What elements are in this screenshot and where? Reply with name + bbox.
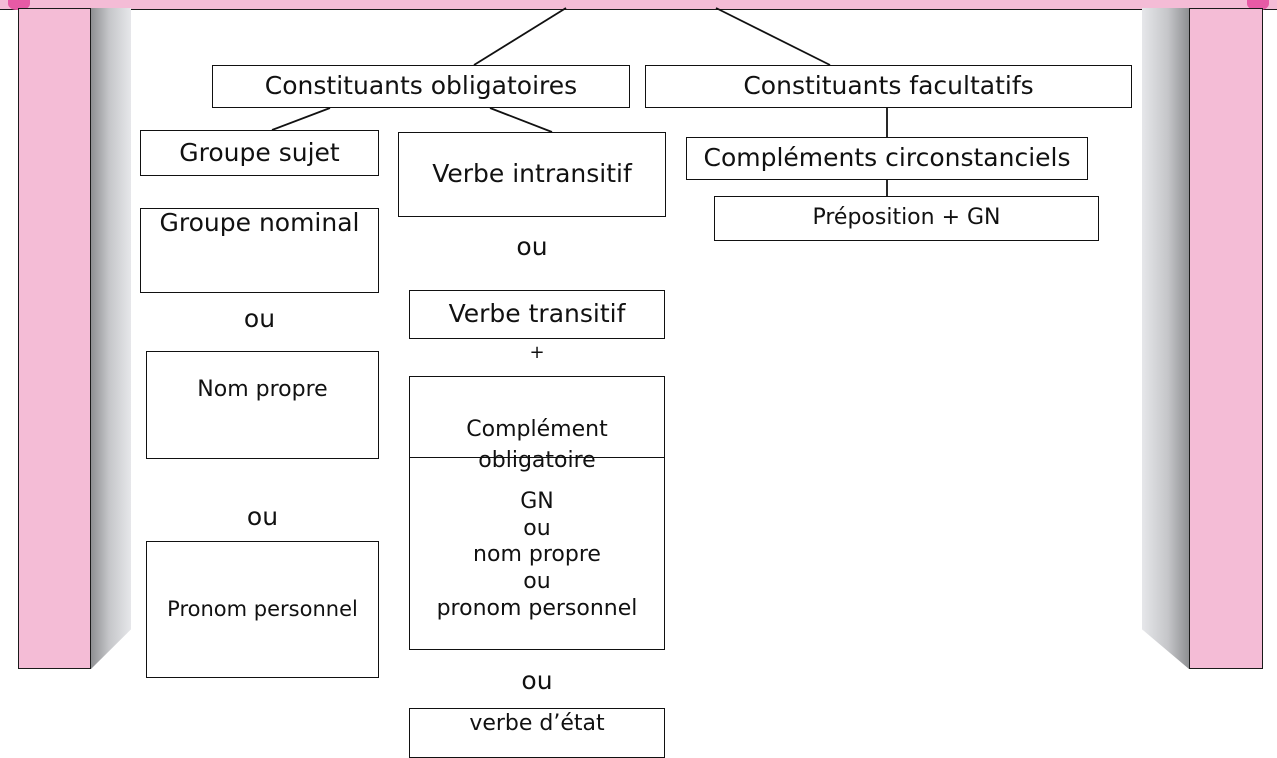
connector-groupe-sujet	[271, 107, 331, 131]
verbe-intransitif-label: Verbe intransitif	[432, 159, 632, 189]
nom-propre-box: Nom propre	[146, 351, 379, 459]
ou-label-2: ou	[246, 502, 279, 531]
connector-root-facultatifs	[715, 7, 831, 66]
nom-propre-label: Nom propre	[197, 377, 328, 402]
constituants-facultatifs-label: Constituants facultatifs	[743, 71, 1034, 101]
constituants-facultatifs-box: Constituants facultatifs	[645, 65, 1132, 108]
ou-label-1: ou	[243, 304, 276, 333]
preposition-gn-box: Préposition + GN	[714, 196, 1099, 241]
left-grey-bevel	[91, 8, 131, 669]
right-pink-pillar	[1189, 8, 1263, 669]
co-gn-label: GN	[520, 488, 554, 514]
co-ou-label-1: ou	[523, 515, 551, 541]
complements-circonstanciels-box: Compléments circonstanciels	[686, 137, 1088, 180]
complement-divider	[410, 457, 664, 458]
groupe-sujet-box: Groupe sujet	[140, 130, 379, 176]
verbe-transitif-label: Verbe transitif	[448, 299, 626, 329]
complement-obligatoire-box: Complément obligatoire GN ou nom propre …	[409, 376, 665, 650]
right-corner-ornament	[1247, 0, 1269, 10]
verbe-etat-label: verbe d’état	[469, 711, 605, 736]
verbe-intransitif-box: Verbe intransitif	[398, 132, 666, 217]
co-nom-propre-label: nom propre	[473, 542, 601, 568]
left-pink-pillar	[18, 8, 91, 669]
groupe-nominal-label: Groupe nominal	[159, 208, 360, 237]
pronom-personnel-box: Pronom personnel	[146, 541, 379, 678]
left-corner-ornament	[8, 0, 30, 10]
ou-label-4: ou	[521, 666, 553, 695]
groupe-sujet-label: Groupe sujet	[179, 137, 340, 167]
complement-obligatoire-line1: Complément	[466, 417, 608, 443]
co-pronom-personnel-label: pronom personnel	[436, 596, 638, 622]
constituants-obligatoires-label: Constituants obligatoires	[264, 71, 578, 101]
pronom-personnel-label: Pronom personnel	[167, 597, 358, 622]
verbe-etat-box: verbe d’état	[409, 708, 665, 758]
connector-verbe	[489, 107, 553, 133]
verbe-transitif-box: Verbe transitif	[409, 290, 665, 339]
top-banner-bar	[0, 0, 1277, 10]
complement-obligatoire-line2: obligatoire	[478, 447, 596, 473]
co-ou-label-2: ou	[523, 569, 551, 595]
connector-root-obligatoires	[473, 7, 567, 66]
constituants-obligatoires-box: Constituants obligatoires	[212, 65, 630, 108]
groupe-nominal-box: Groupe nominal	[140, 208, 379, 293]
preposition-gn-label: Préposition + GN	[812, 205, 1001, 230]
right-grey-bevel	[1142, 8, 1189, 669]
ou-label-3: ou	[516, 232, 548, 261]
complement-options: GN ou nom propre ou pronom personnel	[437, 489, 638, 623]
complements-circonstanciels-label: Compléments circonstanciels	[703, 143, 1071, 173]
plus-label: +	[529, 342, 545, 363]
